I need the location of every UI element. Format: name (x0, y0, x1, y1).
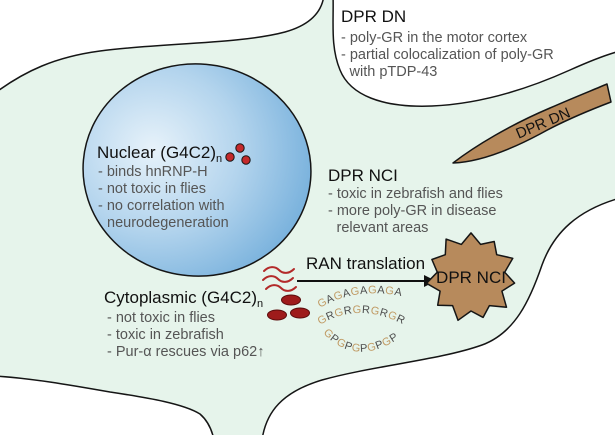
residue-letter-g: G (350, 285, 361, 298)
residue-letter-a: A (393, 286, 403, 299)
dpr-nci-aggregate-label: DPR NCI (436, 268, 506, 287)
residue-letter-p: P (360, 342, 369, 354)
dpr-dn-item: - partial colocalization of poly-GR (341, 47, 554, 63)
nuclear-rna-focus (235, 143, 245, 153)
residue-letter-g: G (385, 285, 395, 298)
residue-letter-g: G (368, 284, 377, 296)
residue-letter-g: G (332, 289, 344, 303)
rna-strand (265, 284, 297, 292)
ga-repeat: GAGAGAGAGA (316, 284, 404, 310)
extracellular-region-bottom-left (0, 375, 214, 435)
cytoplasmic-title-text: Cytoplasmic (G4C2) (104, 288, 257, 307)
nuclear-item: - binds hnRNP-H (98, 164, 208, 180)
nuclear-item: - not toxic in flies (98, 181, 206, 197)
residue-letter-a: A (341, 287, 352, 301)
nuclear-title-text: Nuclear (G4C2) (97, 143, 216, 162)
dpr-dn-aggregate-shape (452, 83, 612, 164)
residue-letter-g: G (333, 306, 345, 320)
ran-translation-label: RAN translation (306, 254, 425, 273)
gr-repeat: GRGRGRGRGR (316, 304, 408, 328)
residue-letter-g: G (386, 309, 399, 323)
nuclear-rna-focus (241, 155, 251, 165)
cytoplasmic-item: - Pur-α rescues via p62↑ (107, 344, 264, 360)
dpr-nci-item: relevant areas (337, 220, 429, 236)
rna-strand (263, 266, 295, 274)
nuclear-title: Nuclear (G4C2)n (97, 143, 222, 165)
ribosome (290, 307, 310, 319)
residue-letter-a: A (359, 284, 368, 297)
dpr-nci-annotation: DPR NCI - toxic in zebrafish and flies -… (328, 166, 503, 236)
dpr-nci-item: - more poly-GR in disease (328, 203, 496, 219)
rna-strand (262, 275, 294, 283)
ribosomes (267, 294, 310, 321)
nuclear-item: - no correlation with (98, 198, 225, 214)
cytoplasmic-title-subscript: n (257, 298, 263, 310)
nuclear-rna-focus (225, 152, 235, 162)
residue-letter-r: R (324, 309, 336, 323)
cytoplasmic-item: - toxic in zebrafish (107, 327, 224, 343)
nuclear-title-subscript: n (216, 153, 222, 165)
residue-letter-g: G (352, 304, 362, 316)
cytoplasmic-rna (262, 266, 297, 292)
extracellular-region-bottom-right (262, 198, 615, 435)
residue-letter-g: G (370, 305, 381, 318)
nucleus: Nuclear (G4C2)n - binds hnRNP-H - not to… (82, 63, 312, 277)
residue-letter-p: P (343, 340, 354, 354)
nuclear-item: neurodegeneration (107, 215, 229, 231)
dipeptide-repeats: GAGAGAGAGA GRGRGRGRGR GPGPGPGPGP (316, 284, 408, 355)
dpr-dn-title: DPR DN (341, 7, 406, 26)
ga-repeat-sequence: GAGAGAGAGA (316, 284, 403, 310)
gr-repeat-sequence: GRGRGRGRGR (316, 304, 407, 328)
extracellular-region-top-right (332, 0, 615, 107)
cytoplasmic-annotation: Cytoplasmic (G4C2)n - not toxic in flies… (104, 288, 264, 360)
cytoplasmic-item: - not toxic in flies (107, 310, 215, 326)
cytoplasmic-title: Cytoplasmic (G4C2)n (104, 288, 263, 310)
residue-letter-r: R (343, 304, 353, 317)
dpr-dn-item: - poly-GR in the motor cortex (341, 30, 528, 46)
extracellular-region-top-left (0, 0, 324, 91)
residue-letter-r: R (362, 304, 371, 317)
residue-letter-g: G (351, 342, 362, 355)
residue-letter-p: P (374, 338, 386, 352)
residue-letter-a: A (324, 292, 336, 306)
dpr-nci-title: DPR NCI (328, 166, 398, 185)
residue-letter-a: A (377, 284, 386, 296)
residue-letter-g: G (366, 341, 377, 355)
ribosome (281, 294, 301, 306)
dpr-dn-annotation: DPR DN - poly-GR in the motor cortex - p… (341, 7, 554, 80)
nucleus-shape (82, 63, 312, 277)
dpr-dn-item: with pTDP-43 (349, 64, 438, 80)
dpr-nci-aggregate-shape (425, 232, 516, 322)
residue-letter-r: R (378, 307, 389, 321)
dpr-nci-item: - toxic in zebrafish and flies (328, 186, 503, 202)
ribosome (267, 309, 287, 321)
dpr-nci-aggregate: DPR NCI (425, 232, 516, 322)
